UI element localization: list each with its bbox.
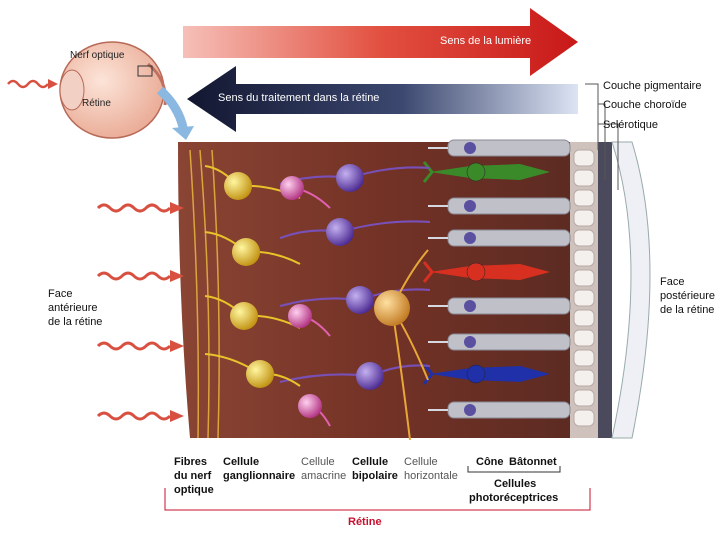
bipolar-cell [326,218,354,246]
label-connectors [585,83,619,190]
horizontal-cell [374,290,410,326]
rod-nucleus [464,336,476,348]
pigment-cell [573,189,595,207]
rod-nucleus [464,200,476,212]
cone-cell [430,264,550,280]
light-wave-icon [96,341,172,351]
ganglion-cell [230,302,258,330]
rod-label: Bâtonnet [509,456,557,468]
light-wave-head [170,410,184,422]
zoom-box [137,65,153,77]
choroid-layer-label: Couche choroïde [603,99,687,111]
cone-nucleus [466,162,486,182]
pigment-cell [573,409,595,427]
rod-nucleus [464,232,476,244]
photoreceptor-cells [422,139,571,419]
light-wave-icon [96,271,172,281]
retina-bottom-label: Rétine [348,516,382,528]
pigment-cells [573,149,595,427]
choroid-layer [598,142,612,438]
light-direction-arrow [183,8,578,76]
cone-terminal [422,363,434,385]
light-wave-icon [96,411,172,421]
light-wave-head [170,202,184,214]
processing-direction-arrow [187,66,578,132]
light-direction-label: Sens de la lumière [440,35,532,47]
amacrine-cell [280,176,304,200]
cone-nucleus [466,364,486,384]
cone-cell [430,366,550,382]
cone-terminal [422,261,434,283]
rod-nucleus [464,404,476,416]
photoreceptor-bracket [467,466,561,473]
pigment-cell [573,349,595,367]
pigment-cell [573,229,595,247]
processing-direction-label: Sens du traitement dans la rétine [218,92,380,104]
ganglion-cell [246,360,274,388]
optic-nerve-label: Nerf optique [70,50,125,61]
bipolar-cell [336,164,364,192]
light-wave-head [170,340,184,352]
light-wave-head [48,79,58,89]
sclera-label: Sclérotique [603,119,659,131]
retina-tissue [178,142,590,438]
ganglion-cell [224,172,252,200]
pigment-cell [573,269,595,287]
pigment-cell [573,169,595,187]
amacrine-cell [288,304,312,328]
pigment-cell [573,369,595,387]
cone-cell [430,164,550,180]
rod-nucleus [464,142,476,154]
retinal-neurons [204,164,431,441]
light-wave-icon [96,203,172,213]
pigment-cell [573,309,595,327]
cone-nucleus [466,262,486,282]
pigment-cell [573,289,595,307]
bipolar-cell [346,286,374,314]
pigment-cell [573,329,595,347]
bipolar-cell [356,362,384,390]
cone-label: Cône [476,456,504,468]
eye-illustration [59,41,194,140]
pigment-cell [573,209,595,227]
pigment-cell [573,149,595,167]
amacrine-cell [298,394,322,418]
rod-nucleus [464,300,476,312]
cone-terminal [422,161,434,183]
pigment-cell [573,389,595,407]
retina-eye-label: Rétine [82,98,111,109]
retina-bracket [164,488,591,511]
light-wave-icon [7,79,49,89]
light-wave-head [170,270,184,282]
pigment-cell [573,249,595,267]
pigment-layer-label: Couche pigmentaire [603,80,702,92]
incoming-light-waves [96,202,184,422]
sclera-layer [611,141,651,439]
ganglion-cell [232,238,260,266]
